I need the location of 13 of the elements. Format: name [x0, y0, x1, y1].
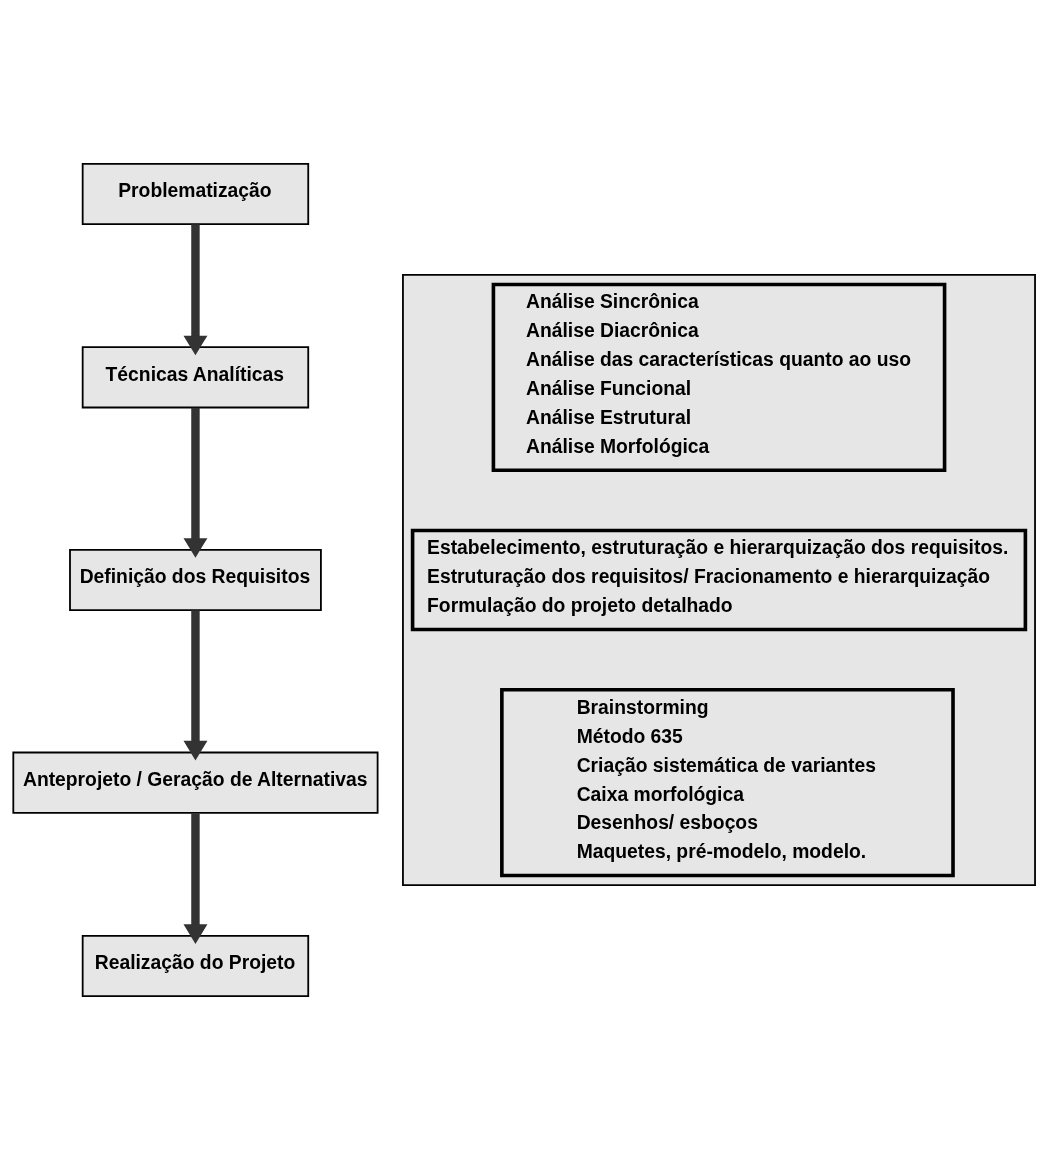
node-box: Definição dos Requisitos: [69, 548, 322, 611]
node-box: Análise Sincrônica Análise Diacrônica Análise das características quanto ao uso Análise Funcional Análise Estrutural Análise Morfológica: [491, 282, 947, 472]
node-box: Estabelecimento, estruturação e hierarquização dos requisitos. Estruturação dos requisitos/ Fracionamento e hierarquização Formulação do projeto detalhado: [410, 528, 1028, 631]
cluster: [402, 273, 1036, 886]
node-box: Problematização: [81, 162, 310, 225]
arrow: [183, 223, 208, 355]
node-box: Anteprojeto / Geração de Alternativas: [12, 751, 379, 814]
node-box: Realização do Projeto: [81, 934, 310, 997]
node-box: Brainstorming Método 635 Criação sistemática de variantes Caixa morfológica Desenhos/ esboços Maquetes, pré-modelo, modelo.: [500, 687, 955, 877]
arrow: [183, 609, 208, 760]
arrow: [183, 812, 208, 944]
arrow: [183, 407, 208, 558]
node-box: Técnicas Analíticas: [81, 345, 310, 408]
